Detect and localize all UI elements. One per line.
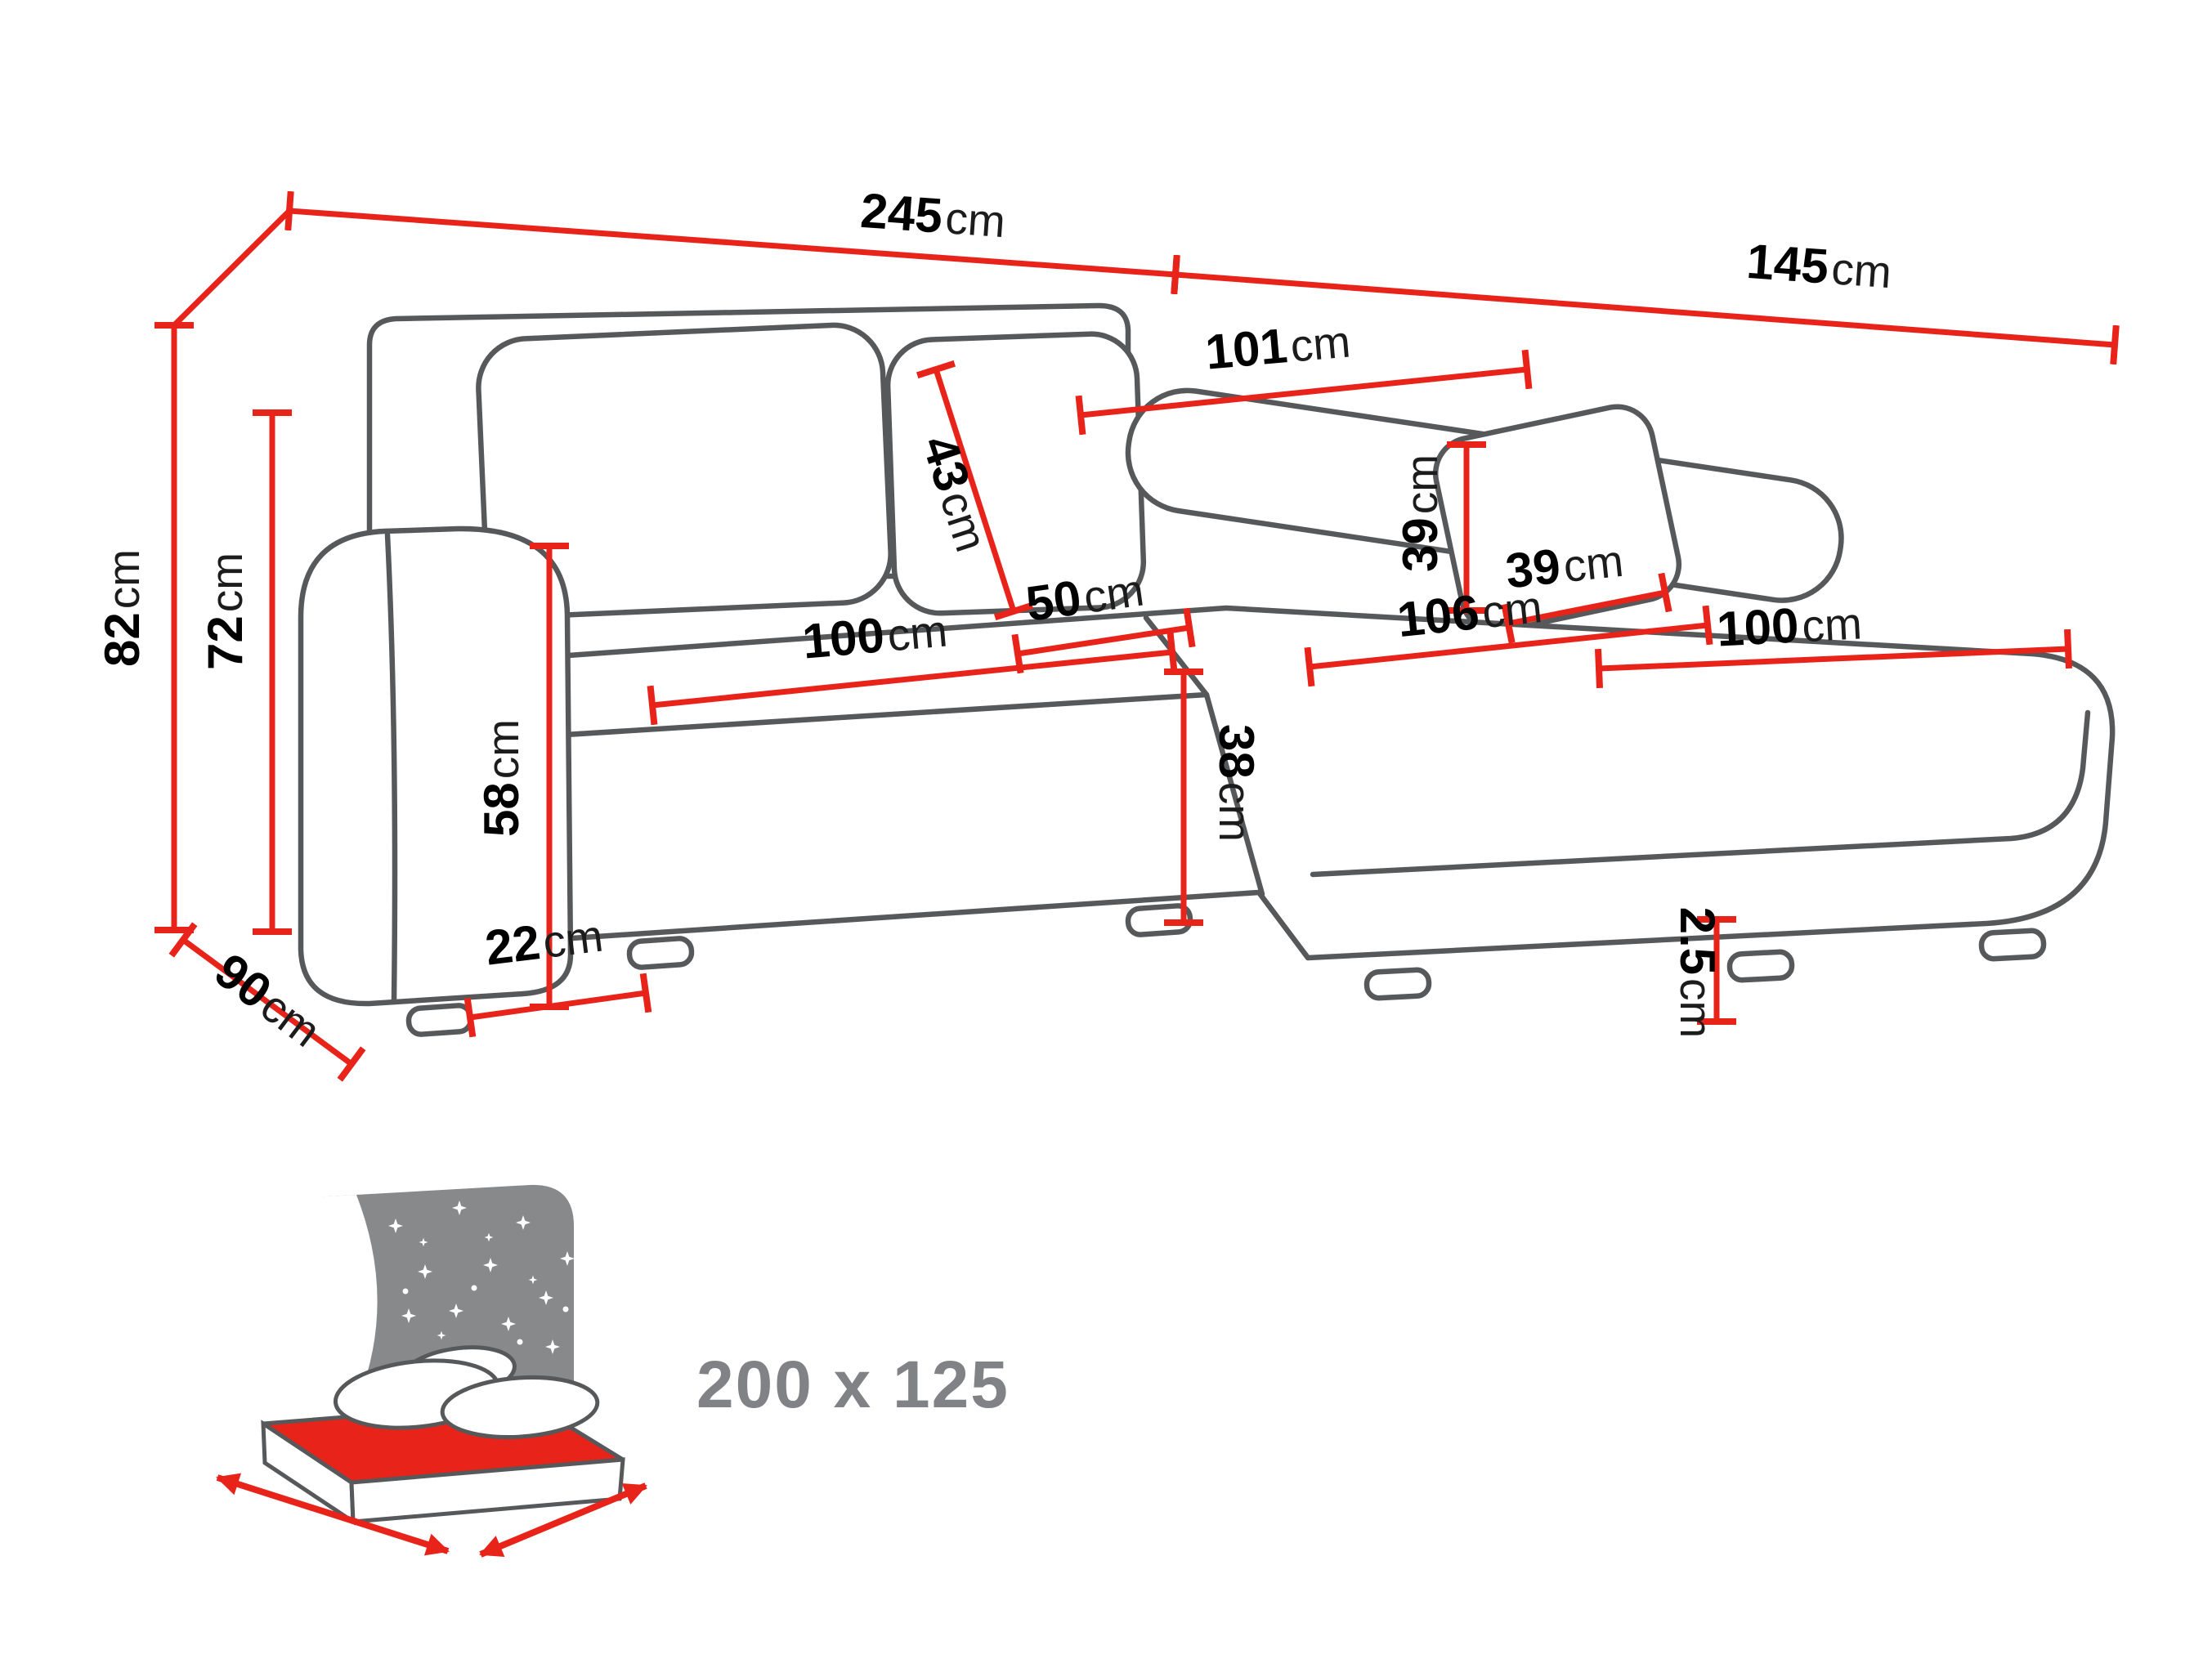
dim-back-height-label: 72cm (198, 552, 253, 670)
dim-leg-height-label: 2.5cm (1670, 907, 1725, 1039)
dim-armrest-height-unit: cm (477, 719, 528, 779)
dim-back-height-value: 72 (198, 615, 253, 670)
dim-back-cushion-line (916, 360, 1034, 621)
dim-chaise-length-label: 106cm (1395, 578, 1544, 647)
sleeping-area-label: 200 x 125 (696, 1348, 1010, 1422)
dimension-labels: 245cm 145cm 101cm 43cm 39cm 39cm 50cm 10… (95, 183, 1894, 1057)
sleeping-function-icon (216, 1184, 647, 1558)
dimension-lines (154, 190, 2120, 1082)
dim-total-depth-value: 145 (1745, 234, 1831, 294)
dim-armrest-width-unit: cm (540, 910, 606, 968)
dim-pillow-height-label: 39cm (1393, 454, 1448, 572)
dim-pillow-width-unit: cm (1560, 535, 1625, 592)
dim-chaise-width-value: 100 (1716, 597, 1800, 656)
dim-seat-width-label: 100cm (800, 601, 950, 669)
dim-chaise-width-label: 100cm (1716, 594, 1864, 656)
dim-projection-line (172, 208, 292, 328)
dim-pillow-width-value: 39 (1503, 539, 1563, 599)
dim-seat-height-unit: cm (1210, 782, 1260, 842)
dim-total-width-label: 245cm (859, 183, 1008, 248)
dim-chaise-length-value: 106 (1395, 584, 1482, 647)
dim-side-depth-line (168, 922, 366, 1082)
dim-pillow-height-value: 39 (1393, 517, 1448, 572)
bed-bedding (333, 1345, 600, 1440)
sofa-seam-chaise-front (1310, 709, 2091, 878)
dim-armrest-height-label: 58cm (474, 719, 529, 837)
dim-total-height-label: 82cm (95, 549, 150, 667)
dim-back-width-label: 101cm (1203, 312, 1353, 379)
dim-seat-height-value: 38 (1209, 724, 1264, 779)
dim-pillow-width-label: 39cm (1503, 532, 1626, 599)
sofa-armrest-edge (384, 531, 398, 1004)
dim-chaise-width-unit: cm (1801, 597, 1863, 651)
dim-total-width-value: 245 (859, 183, 945, 244)
dim-leg-height-value: 2.5 (1670, 907, 1725, 975)
dim-total-height-value: 82 (95, 612, 150, 667)
dim-seat-height-label: 38cm (1209, 724, 1264, 842)
dim-back-width-unit: cm (1288, 315, 1352, 371)
dim-armrest-height-value: 58 (474, 782, 529, 837)
dim-armrest-width-value: 22 (482, 914, 543, 976)
dim-armrest-width-label: 22cm (482, 907, 606, 976)
dim-total-depth-label: 145cm (1745, 234, 1894, 298)
dim-total-height-unit: cm (98, 549, 149, 609)
dim-total-width-line (284, 190, 1180, 295)
dim-leg-height-unit: cm (1671, 978, 1722, 1038)
bed-width-arrow (216, 1473, 450, 1556)
dim-seat-width-value: 100 (800, 607, 887, 669)
dim-total-width-unit: cm (944, 192, 1007, 247)
dim-seat-depth-unit: cm (1081, 564, 1147, 623)
dim-back-height-unit: cm (201, 552, 252, 612)
dim-back-width-value: 101 (1203, 318, 1290, 379)
sofa-seat-body (520, 605, 2116, 961)
dim-seat-width-unit: cm (885, 605, 949, 660)
dim-seat-depth-label: 50cm (1023, 561, 1147, 631)
dim-seat-width-line (647, 632, 1178, 726)
dim-seat-depth-value: 50 (1023, 570, 1084, 632)
dim-chaise-width-line (1595, 628, 2072, 689)
dim-armrest-width-line (463, 973, 652, 1038)
dim-total-depth-line (1171, 254, 2120, 365)
sofa-legs (405, 903, 2047, 1037)
dim-total-depth-unit: cm (1830, 243, 1893, 297)
bed-length-arrow (479, 1482, 647, 1558)
dim-chaise-length-unit: cm (1480, 581, 1544, 637)
sofa-back-cushion-left (476, 322, 893, 619)
dim-back-width-line (1075, 349, 1533, 436)
dim-pillow-height-unit: cm (1396, 454, 1447, 514)
